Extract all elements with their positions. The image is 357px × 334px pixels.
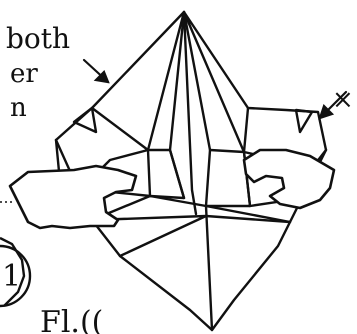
mid-inner-left [148, 150, 184, 198]
note-line-1: both [6, 22, 70, 55]
step-number: 1 [2, 259, 21, 294]
upper-right-face [184, 12, 326, 168]
mid-inner-right [206, 150, 250, 206]
upper-left-face [56, 12, 184, 182]
left-small-triangle [74, 108, 96, 132]
note-line-2: er [10, 59, 38, 89]
lower-left-fold [120, 216, 290, 256]
right-mark: × [332, 85, 354, 115]
left-hand-flap [10, 166, 136, 228]
lower-center-fold [206, 206, 212, 330]
note-line-3: n [10, 93, 27, 123]
bottom-note: Fl.(( [40, 305, 103, 334]
right-small-triangle [296, 110, 312, 132]
